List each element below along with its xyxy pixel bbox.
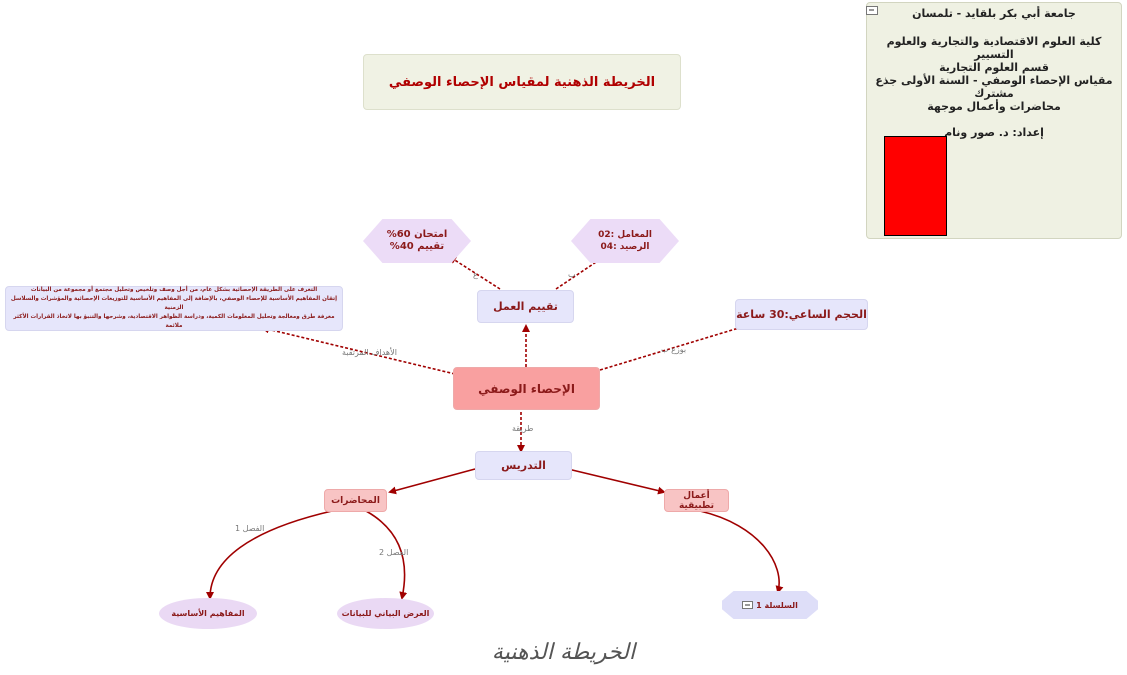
faculty-name: كلية العلوم الاقتصادية والتجارية والعلوم… [886, 35, 1102, 61]
series-node[interactable]: السلسلة 1 [722, 591, 818, 619]
series-label: السلسلة 1 [756, 600, 798, 610]
teaching-node[interactable]: التدريس [475, 451, 572, 480]
link-series [699, 510, 784, 594]
edge-label-chapter-1: الفصل 1 [235, 524, 265, 533]
attachment-icon[interactable] [742, 601, 754, 609]
link-goals [261, 325, 456, 375]
attached-image-placeholder[interactable] [884, 136, 947, 236]
map-title: الخريطة الذهنية لمقياس الإحصاء الوصفي [363, 54, 681, 110]
edge-label-chapter-2: الفصل 2 [379, 548, 409, 557]
credit-value: الرصيد :04 [600, 242, 650, 252]
link-practical [567, 468, 666, 495]
info-panel: جامعة أبي بكر بلقايد - تلمسان كلية العلو… [866, 2, 1122, 239]
edge-label-coefficient: ب [568, 270, 576, 279]
university-name: جامعة أبي بكر بلقايد - تلمسان [912, 7, 1076, 20]
course-type: محاضرات وأعمال موجهة [927, 100, 1061, 113]
assessment-weight: تقييم 40% [389, 241, 445, 252]
goal-line-1: التعرف على الطريقة الإحصائية بشكل عام، م… [30, 287, 318, 293]
edge-label-method: طريقة [512, 424, 534, 433]
author-name: إعداد: د. صور ونام [944, 126, 1044, 139]
hours-node[interactable]: الحجم الساعي:30 ساعة [735, 299, 868, 330]
edge-label-exam: ع [473, 270, 478, 279]
evaluation-node[interactable]: تقييم العمل [477, 290, 574, 323]
goals-node[interactable]: التعرف على الطريقة الإحصائية بشكل عام، م… [5, 286, 343, 331]
goal-line-3: معرفة طرق ومعالجة وتحليل المعلومات الكمي… [13, 314, 335, 329]
link-chapter-2 [365, 510, 408, 600]
coefficient-node[interactable]: المعامل :02 الرصيد :04 [571, 219, 679, 263]
exam-weight: امتحان 60% [386, 229, 448, 240]
coefficient-value: المعامل :02 [598, 230, 652, 240]
central-node[interactable]: الإحصاء الوصفي [453, 367, 600, 410]
lectures-node[interactable]: المحاضرات [324, 489, 387, 512]
link-lectures [388, 468, 476, 495]
link-chapter-1 [206, 510, 333, 600]
exam-node[interactable]: امتحان 60% تقييم 40% [363, 219, 471, 263]
edge-label-hours: بوزع ب [661, 345, 687, 354]
figure-caption: الخريطة الذهنية [491, 640, 636, 665]
note-icon[interactable] [866, 6, 878, 15]
graphical-display-node[interactable]: العرض البياني للبيانات [337, 598, 434, 629]
basic-concepts-node[interactable]: المفاهيم الأساسية [159, 598, 257, 629]
department-name: قسم العلوم التجارية [939, 61, 1049, 74]
goal-line-2: إتقان المفاهيم الأساسية للإحصاء الوصفي، … [10, 296, 338, 311]
course-name: مقياس الإحصاء الوصفي - السنة الأولى جذع … [875, 74, 1113, 100]
practical-node[interactable]: أعمال تطبيقية [664, 489, 729, 512]
edge-label-goals: الأهداف المرتقبة [342, 348, 397, 357]
link-hours [599, 321, 754, 371]
